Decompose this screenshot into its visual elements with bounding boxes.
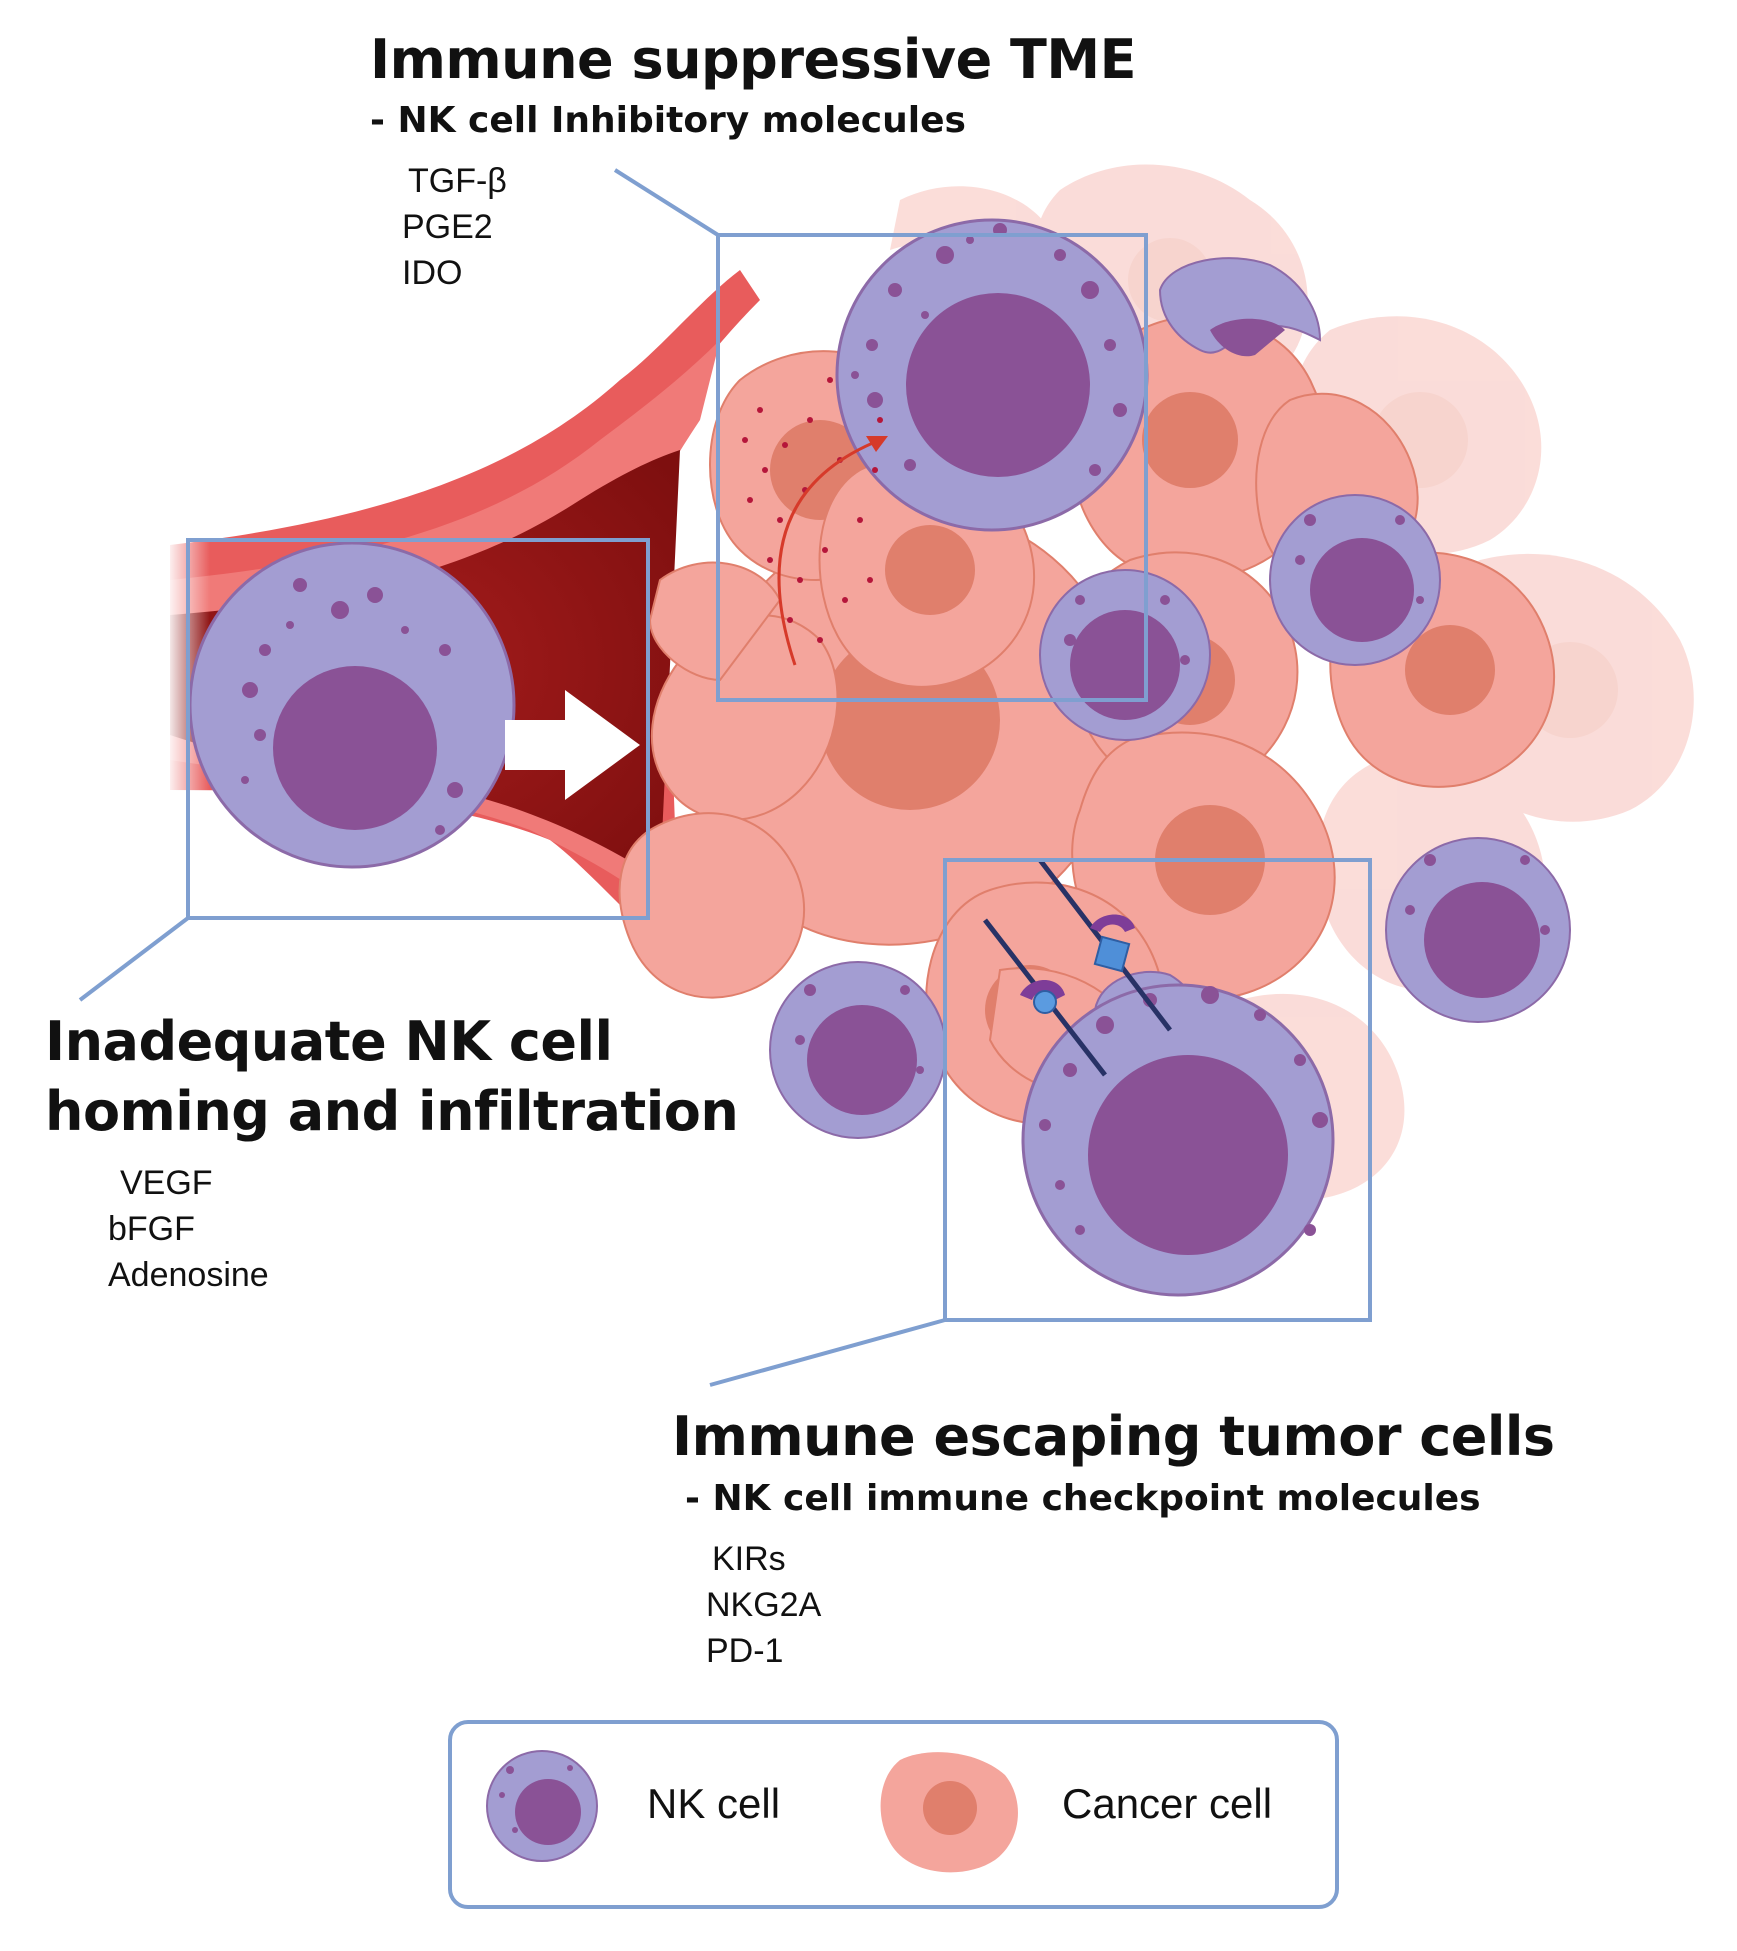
nk-cell-large-tme (835, 218, 1149, 532)
legend-nk-label: NK cell (647, 1780, 781, 1827)
legend-nk-icon (486, 1750, 598, 1862)
legend-cancer-label: Cancer cell (1062, 1780, 1273, 1827)
cancer-cell (618, 812, 805, 999)
escape-molecule: NKG2A (706, 1586, 822, 1624)
homing-molecule: VEGF (120, 1164, 213, 1202)
tme-molecule: IDO (402, 254, 463, 292)
callout-frame-homing[interactable] (78, 538, 650, 1002)
nk-cell-small (1269, 494, 1441, 666)
nk-cell-large-escape (1021, 983, 1335, 1297)
tme-subtitle: - NK cell Inhibitory molecules (370, 100, 966, 141)
homing-title-line2: homing and infiltration (45, 1080, 739, 1143)
checkpoint-receptors (983, 858, 1172, 1077)
nk-cell-small (769, 961, 947, 1139)
tme-molecule: PGE2 (402, 208, 493, 246)
secreted-molecules (742, 377, 883, 643)
homing-molecule: bFGF (108, 1210, 195, 1248)
homing-title-line1: Inadequate NK cell (45, 1010, 613, 1073)
callout-frame-tme[interactable] (613, 168, 1148, 702)
inhibition-arrow (777, 436, 888, 666)
legend-cancer-icon (880, 1752, 1018, 1873)
callout-frame-escape[interactable] (709, 858, 1372, 1387)
escape-title: Immune escaping tumor cells (672, 1405, 1555, 1468)
escape-molecule: PD-1 (706, 1632, 784, 1670)
infiltration-arrow (505, 690, 640, 800)
nk-cell-small (1158, 257, 1322, 357)
tme-molecule: TGF-β (408, 162, 507, 200)
tme-title: Immune suppressive TME (370, 28, 1136, 91)
nk-cell-small (1385, 837, 1571, 1023)
escape-subtitle: - NK cell immune checkpoint molecules (685, 1478, 1481, 1519)
escape-molecule: KIRs (712, 1540, 786, 1578)
nk-cell-small (1039, 569, 1211, 741)
nk-cell-vessel (188, 541, 516, 869)
homing-molecule: Adenosine (108, 1256, 269, 1294)
